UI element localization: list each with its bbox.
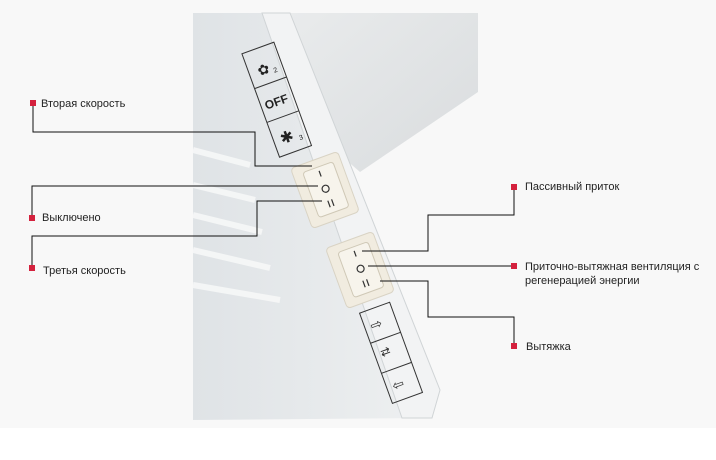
line-second-speed	[32, 103, 312, 167]
arrow-right-icon: ⇨	[368, 315, 385, 334]
speed-switch[interactable]	[291, 151, 360, 228]
mode-label-strip: ⇨ ⇄ ⇦	[358, 301, 424, 405]
fan-icon-speed3: ✱	[278, 128, 296, 149]
label-recuperation: Приточно-вытяжная вентиляция с регенерац…	[525, 260, 699, 288]
label-off: Выключено	[42, 212, 101, 224]
label-recuperation-line2: регенерацией энергии	[525, 275, 640, 287]
line-third-speed	[31, 200, 322, 268]
arrows-both-icon: ⇄	[378, 343, 392, 360]
line-passive	[362, 187, 515, 252]
grille-louvres	[192, 147, 281, 303]
callout-lines	[31, 103, 515, 346]
speed2-label: 2	[273, 67, 279, 75]
label-third-speed: Третья скорость	[43, 265, 126, 277]
callout-markers	[29, 100, 517, 349]
device-front-face	[261, 12, 441, 419]
arrow-left-icon: ⇦	[390, 375, 406, 394]
label-passive-inflow: Пассивный приток	[525, 181, 620, 193]
label-second-speed: Вторая скорость	[41, 98, 126, 110]
speed-label-strip: ✿ 2 OFF ✱ 3	[241, 41, 313, 158]
line-exhaust	[380, 280, 515, 346]
line-off	[31, 185, 318, 218]
label-recuperation-line1: Приточно-вытяжная вентиляция с	[525, 261, 700, 273]
speed3-label: 3	[298, 134, 304, 142]
fan-icon-speed2: ✿	[255, 60, 271, 79]
label-exhaust: Вытяжка	[526, 341, 571, 353]
